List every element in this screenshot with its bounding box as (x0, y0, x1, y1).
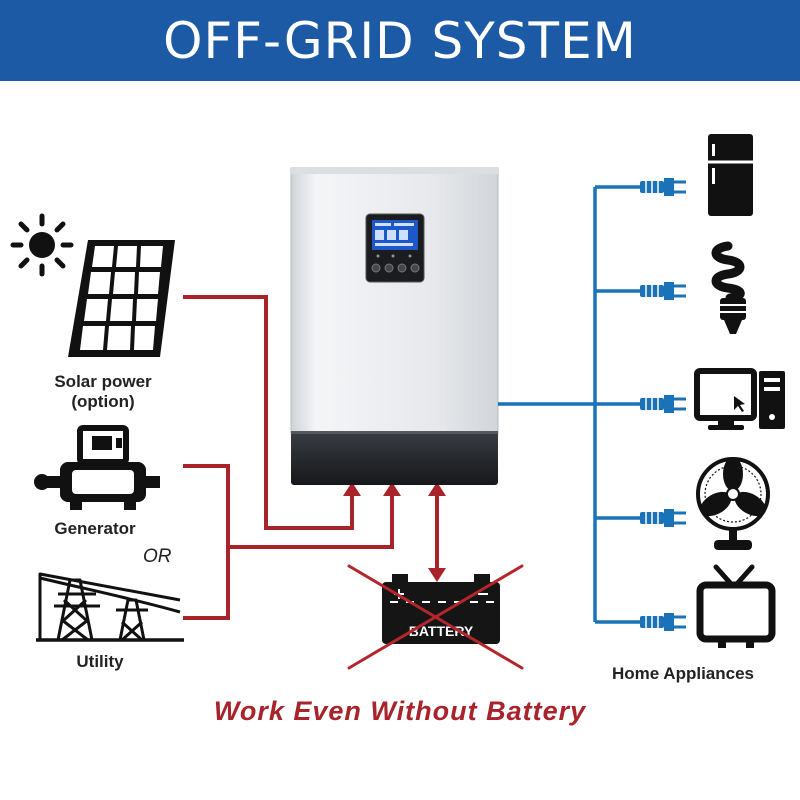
solar-power-label: Solar power (option) (28, 372, 178, 412)
battery-cross-mark (347, 564, 524, 670)
generator-icon (34, 425, 160, 510)
ac-input-wiring (183, 295, 394, 620)
footer-note: Work Even Without Battery (213, 696, 587, 726)
tv-icon (696, 564, 776, 648)
solar-label-line2: (option) (71, 392, 135, 411)
sun-icon (10, 213, 74, 277)
display-leds (376, 254, 412, 258)
battery-link-arrow (428, 482, 446, 582)
display-buttons (371, 263, 420, 273)
solar-label-line1: Solar power (54, 372, 152, 391)
battery-label: BATTERY (409, 623, 474, 639)
plug-icon (640, 178, 686, 631)
refrigerator-icon (708, 134, 753, 219)
utility-tower-icon (36, 572, 184, 642)
off-grid-diagram: BATTERY (10, 134, 785, 670)
lcd-segments (375, 223, 414, 246)
computer-icon (694, 368, 785, 430)
page-title: OFF-GRID SYSTEM (163, 11, 637, 70)
battery-icon: BATTERY (382, 574, 500, 644)
generator-label: Generator (54, 519, 136, 538)
utility-label: Utility (76, 652, 124, 671)
fan-icon (696, 457, 770, 550)
solar-panel-icon (68, 240, 175, 357)
ac-output-wiring (498, 185, 640, 624)
inverter (290, 167, 499, 485)
or-label: OR (143, 546, 172, 567)
title-banner: OFF-GRID SYSTEM (0, 0, 800, 81)
light-bulb-icon (711, 241, 746, 334)
input-arrowheads (343, 482, 401, 496)
home-appliances-label: Home Appliances (611, 664, 755, 683)
